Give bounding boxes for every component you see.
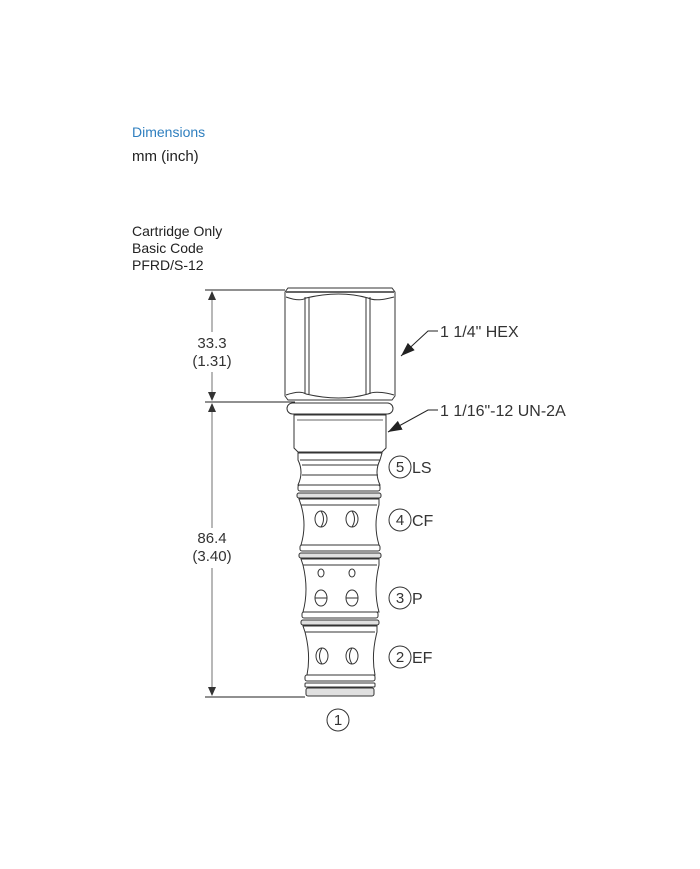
port-1: 1 bbox=[326, 708, 350, 732]
port-2-circle bbox=[388, 645, 412, 669]
thread-callout bbox=[387, 409, 438, 433]
port-4-circle bbox=[388, 508, 412, 532]
units-label: mm (inch) bbox=[132, 148, 199, 165]
hex-dimension bbox=[208, 291, 216, 401]
thread-section bbox=[293, 414, 387, 453]
port-holes bbox=[314, 510, 359, 665]
port-2-label: EF bbox=[412, 650, 433, 667]
product-code-block: Cartridge Only Basic Code PFRD/S-12 bbox=[132, 223, 222, 274]
port-4-label: CF bbox=[412, 513, 434, 530]
body-length-mm: 86.4 bbox=[197, 530, 226, 547]
body-dimension bbox=[208, 403, 216, 696]
product-line-cartridge: Cartridge Only bbox=[132, 223, 223, 239]
hex-nut bbox=[284, 287, 396, 401]
port-5: 5 LS bbox=[388, 455, 432, 479]
port-3-circle bbox=[388, 586, 412, 610]
port-3-label: P bbox=[412, 591, 423, 608]
product-line-model: PFRD/S-12 bbox=[132, 257, 204, 273]
dimension-lines bbox=[205, 289, 305, 698]
section-title: Dimensions bbox=[132, 124, 206, 140]
port-3: 3 P bbox=[388, 586, 423, 610]
upper-o-ring bbox=[286, 402, 394, 416]
thread-callout-label: 1 1/16"-12 UN-2A bbox=[440, 403, 566, 420]
port-5-label: LS bbox=[412, 460, 432, 477]
body-length-in: (3.40) bbox=[192, 548, 231, 565]
hex-height-in: (1.31) bbox=[192, 353, 231, 370]
port-4: 4 CF bbox=[388, 508, 434, 532]
port-2: 2 EF bbox=[388, 645, 433, 669]
hex-callout bbox=[400, 330, 438, 357]
port-1-number: 1 bbox=[334, 712, 342, 729]
hex-callout-label: 1 1/4" HEX bbox=[440, 324, 519, 341]
port-5-number: 5 bbox=[396, 459, 404, 476]
cartridge-body bbox=[296, 452, 383, 697]
product-line-basic-code: Basic Code bbox=[132, 240, 204, 256]
port-5-circle bbox=[388, 455, 412, 479]
port-2-number: 2 bbox=[396, 649, 404, 666]
port-3-number: 3 bbox=[396, 590, 404, 607]
port-1-circle bbox=[326, 708, 350, 732]
port-4-number: 4 bbox=[396, 512, 404, 529]
hex-height-mm: 33.3 bbox=[197, 335, 226, 352]
